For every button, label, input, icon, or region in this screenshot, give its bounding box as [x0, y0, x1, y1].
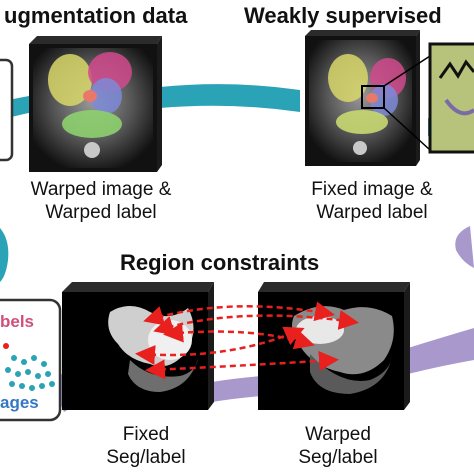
- region-constraints-title: Region constraints: [120, 250, 320, 275]
- warped-seg-caption-1: Warped: [305, 424, 371, 445]
- warped-image-panel: [29, 36, 162, 172]
- weakly-caption-2: Warped label: [316, 202, 428, 223]
- fixed-seg-panel: [62, 282, 214, 410]
- side-box-images-text: ages: [0, 393, 39, 412]
- fixed-seg-caption-2: Seg/label: [106, 447, 186, 468]
- augmentation-caption-1: Warped image &: [30, 179, 172, 200]
- weakly-caption-1: Fixed image &: [311, 179, 433, 200]
- edge-box-left: [0, 58, 14, 162]
- dashed-red-double-arrows: [135, 301, 359, 380]
- augmentation-title: ugmentation data: [4, 3, 188, 28]
- augmentation-caption-2: Warped label: [45, 202, 157, 223]
- label-image-box: [0, 298, 62, 422]
- warped-seg-panel: [258, 282, 410, 410]
- zoom-inset-panel: [428, 42, 474, 154]
- weakly-supervised-title: Weakly supervised: [244, 3, 442, 28]
- side-box-labels-text: bels: [0, 312, 35, 331]
- zoom-inset-icon: [361, 85, 385, 109]
- fixed-seg-caption-1: Fixed: [122, 424, 170, 445]
- fixed-image-panel: [305, 30, 431, 166]
- warped-seg-caption-2: Seg/label: [298, 447, 378, 468]
